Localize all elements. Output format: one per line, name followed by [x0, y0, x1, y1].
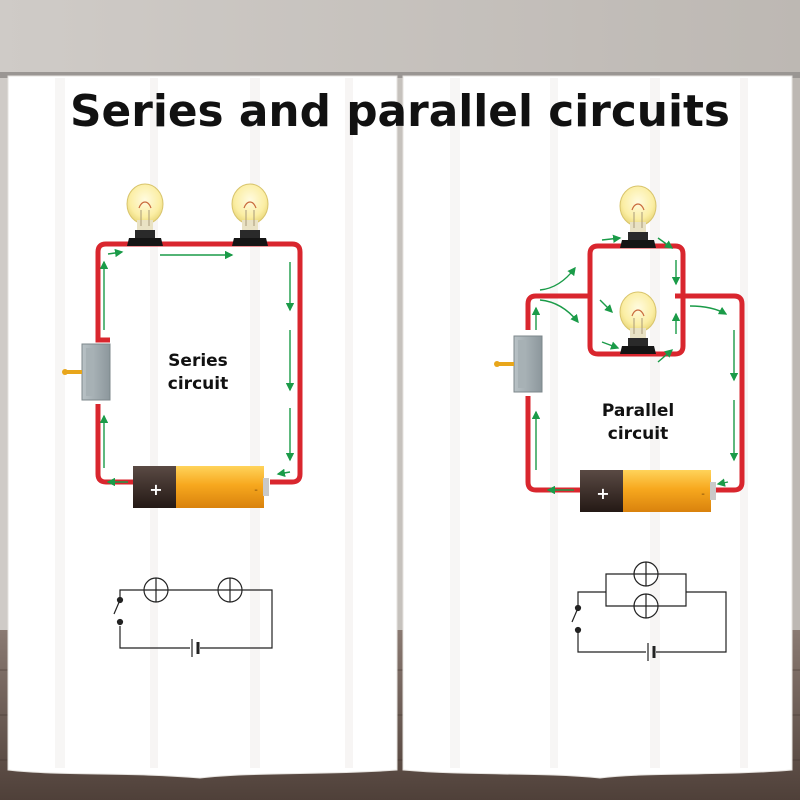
- parallel-label-2: circuit: [608, 424, 668, 444]
- series-current-arrows: [99, 248, 295, 487]
- series-battery-plus: +: [149, 480, 162, 499]
- series-label-2: circuit: [168, 374, 228, 394]
- series-lamp-symbol-2-icon: [217, 577, 243, 603]
- series-lamp-symbol-1-icon: [143, 577, 169, 603]
- parallel-cell-symbol-icon: [647, 643, 656, 661]
- parallel-label: Parallel: [602, 401, 674, 421]
- series-battery-icon: + -: [133, 466, 269, 508]
- parallel-schematic: [571, 561, 727, 661]
- series-cell-symbol-icon: [191, 639, 200, 657]
- parallel-lamp-symbol-1-icon: [633, 561, 659, 587]
- series-circuit: + - Series circuit: [61, 183, 303, 657]
- parallel-circuit: + - Parallel circuit: [493, 185, 745, 661]
- series-schematic: [113, 577, 273, 657]
- series-wire: [95, 241, 303, 485]
- page-title: Series and parallel circuits: [70, 86, 730, 137]
- parallel-lamp-symbol-2-icon: [633, 593, 659, 619]
- parallel-battery-plus: +: [596, 484, 609, 503]
- parallel-wire: [525, 293, 745, 493]
- series-battery-minus: -: [254, 485, 258, 496]
- parallel-battery-minus: -: [701, 489, 705, 500]
- series-label: Series: [168, 351, 228, 371]
- parallel-current-arrows: [531, 234, 739, 495]
- parallel-battery-icon: + -: [580, 470, 716, 512]
